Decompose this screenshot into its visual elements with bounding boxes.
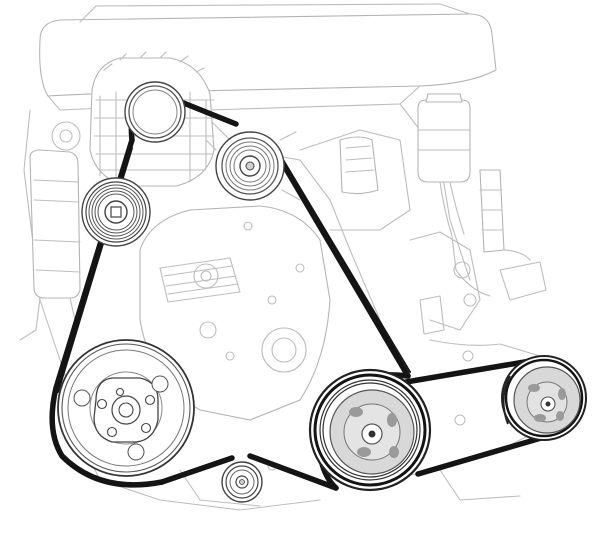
tensioner-pulley — [205, 131, 301, 201]
power-steering-pulley — [501, 355, 587, 441]
small-idler-pulley — [221, 461, 263, 503]
power-steering-reservoir — [417, 93, 505, 297]
water-pump-pulley — [308, 368, 432, 492]
crankshaft-pulley — [57, 339, 195, 477]
idler-pulley-left — [81, 177, 151, 247]
alternator-pulley — [124, 81, 186, 143]
